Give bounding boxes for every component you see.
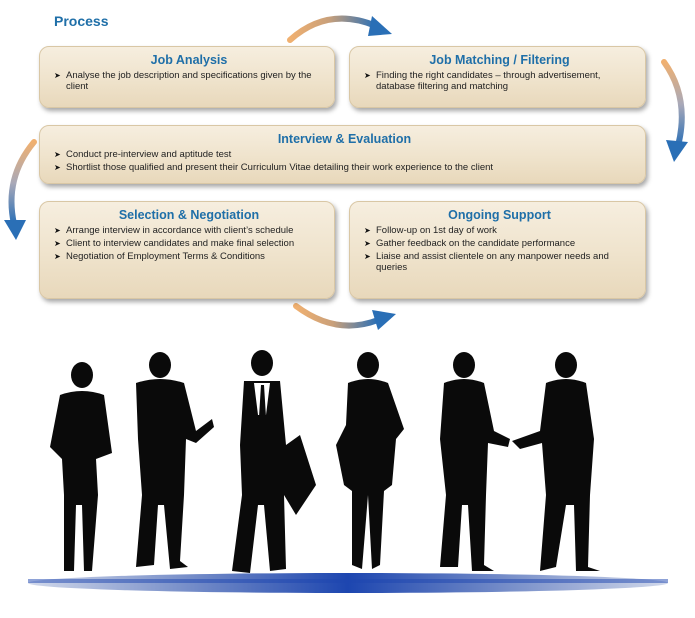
list-item: ➤Shortlist those qualified and present t… (54, 162, 494, 173)
business-people-silhouette (28, 350, 668, 593)
list-item: ➤Client to interview candidates and make… (54, 238, 295, 249)
arrow-bullet-icon: ➤ (54, 71, 61, 80)
step-heading: Selection & Negotiation (118, 208, 260, 222)
arrow-bullet-icon: ➤ (54, 150, 61, 159)
silhouette-woman-1 (50, 362, 112, 571)
curved-arrow-icon (293, 303, 396, 330)
arrow-bullet-icon: ➤ (364, 226, 371, 235)
list-item: ➤Analyse the job description and specifi… (54, 70, 312, 92)
step-heading: Ongoing Support (448, 208, 551, 222)
list-item: ➤Liaise and assist clientele on any manp… (364, 251, 609, 273)
step-ongoing-support: Ongoing Support ➤Follow-up on 1st day of… (349, 201, 646, 299)
silhouette-man-6 (512, 352, 600, 571)
step-job-matching: Job Matching / Filtering ➤Finding the ri… (349, 46, 646, 108)
list-item: ➤Follow-up on 1st day of work (364, 225, 497, 236)
list-item: ➤Arrange interview in accordance with cl… (54, 225, 294, 236)
curved-arrow-icon (287, 15, 392, 43)
step-interview-evaluation: Interview & Evaluation ➤Conduct pre-inte… (39, 125, 646, 184)
arrow-bullet-icon: ➤ (54, 163, 61, 172)
curved-arrow-icon (661, 59, 688, 162)
arrow-bullet-icon: ➤ (364, 239, 371, 248)
silhouette-man-5 (440, 352, 510, 571)
arrow-bullet-icon: ➤ (54, 239, 61, 248)
page-title: Process (54, 13, 109, 29)
list-item: ➤Gather feedback on the candidate perfor… (364, 238, 576, 249)
curved-arrow-icon (4, 139, 37, 240)
step-heading: Job Analysis (150, 53, 228, 67)
silhouette-man-2 (136, 352, 214, 569)
step-selection-negotiation: Selection & Negotiation ➤Arrange intervi… (39, 201, 335, 299)
step-heading: Interview & Evaluation (277, 132, 412, 146)
step-heading: Job Matching / Filtering (429, 53, 570, 67)
arrow-bullet-icon: ➤ (364, 252, 371, 261)
silhouette-woman-4 (336, 352, 404, 569)
step-job-analysis: Job Analysis ➤Analyse the job descriptio… (39, 46, 335, 108)
silhouette-man-3 (232, 350, 316, 573)
arrow-bullet-icon: ➤ (54, 252, 61, 261)
list-item: ➤Negotiation of Employment Terms & Condi… (54, 251, 265, 262)
arrow-bullet-icon: ➤ (54, 226, 61, 235)
list-item: ➤Finding the right candidates – through … (364, 70, 601, 92)
arrow-bullet-icon: ➤ (364, 71, 371, 80)
list-item: ➤Conduct pre-interview and aptitude test (54, 149, 232, 160)
